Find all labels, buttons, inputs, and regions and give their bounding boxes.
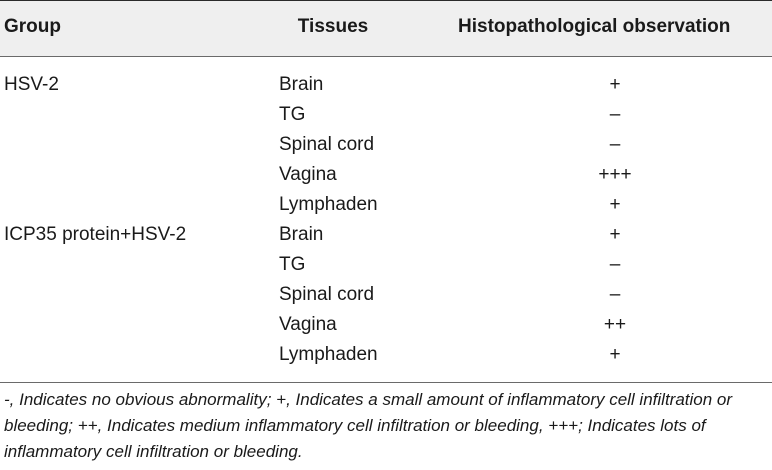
header-tissues: Tissues [297,16,369,37]
table-row: HSV-2 Brain + [0,70,772,100]
observation-cell: – [609,104,621,125]
observation-cell: + [609,344,621,365]
table-row: Spinal cord – [0,130,772,160]
header-rule [0,56,772,57]
tissue-cell: Lymphaden [279,344,378,365]
observation-cell: +++ [598,164,632,185]
header-group: Group [4,16,61,37]
table-row: Vagina ++ [0,310,772,340]
bottom-rule [0,382,772,383]
observation-cell: + [609,224,621,245]
tissue-cell: Spinal cord [279,284,375,305]
table-row: Lymphaden + [0,190,772,220]
tissue-cell: Vagina [279,314,337,335]
group-cell: ICP35 protein+HSV-2 [4,224,187,245]
tissue-cell: Lymphaden [279,194,378,215]
tissue-cell: TG [279,254,306,275]
tissue-cell: Spinal cord [279,134,375,155]
table-footnote: -, Indicates no obvious abnormality; +, … [4,390,733,461]
table-row: ICP35 protein+HSV-2 Brain + [0,220,772,250]
tissue-cell: Brain [279,74,324,95]
table-row: Vagina +++ [0,160,772,190]
tissue-cell: Brain [279,224,324,245]
observation-cell: + [609,74,621,95]
tissue-cell: Vagina [279,164,337,185]
table-row: TG – [0,250,772,280]
observation-cell: – [609,284,621,305]
observation-cell: ++ [603,314,627,335]
table-header: Group Tissues Histopathological observat… [0,0,772,56]
tissue-cell: TG [279,104,306,125]
observation-cell: – [609,134,621,155]
header-observation: Histopathological observation [458,16,731,37]
observation-cell: + [609,194,621,215]
table-row: Lymphaden + [0,340,772,370]
table-row: Spinal cord – [0,280,772,310]
observation-cell: – [609,254,621,275]
table-row: TG – [0,100,772,130]
group-cell: HSV-2 [4,74,59,95]
top-rule [0,0,772,1]
